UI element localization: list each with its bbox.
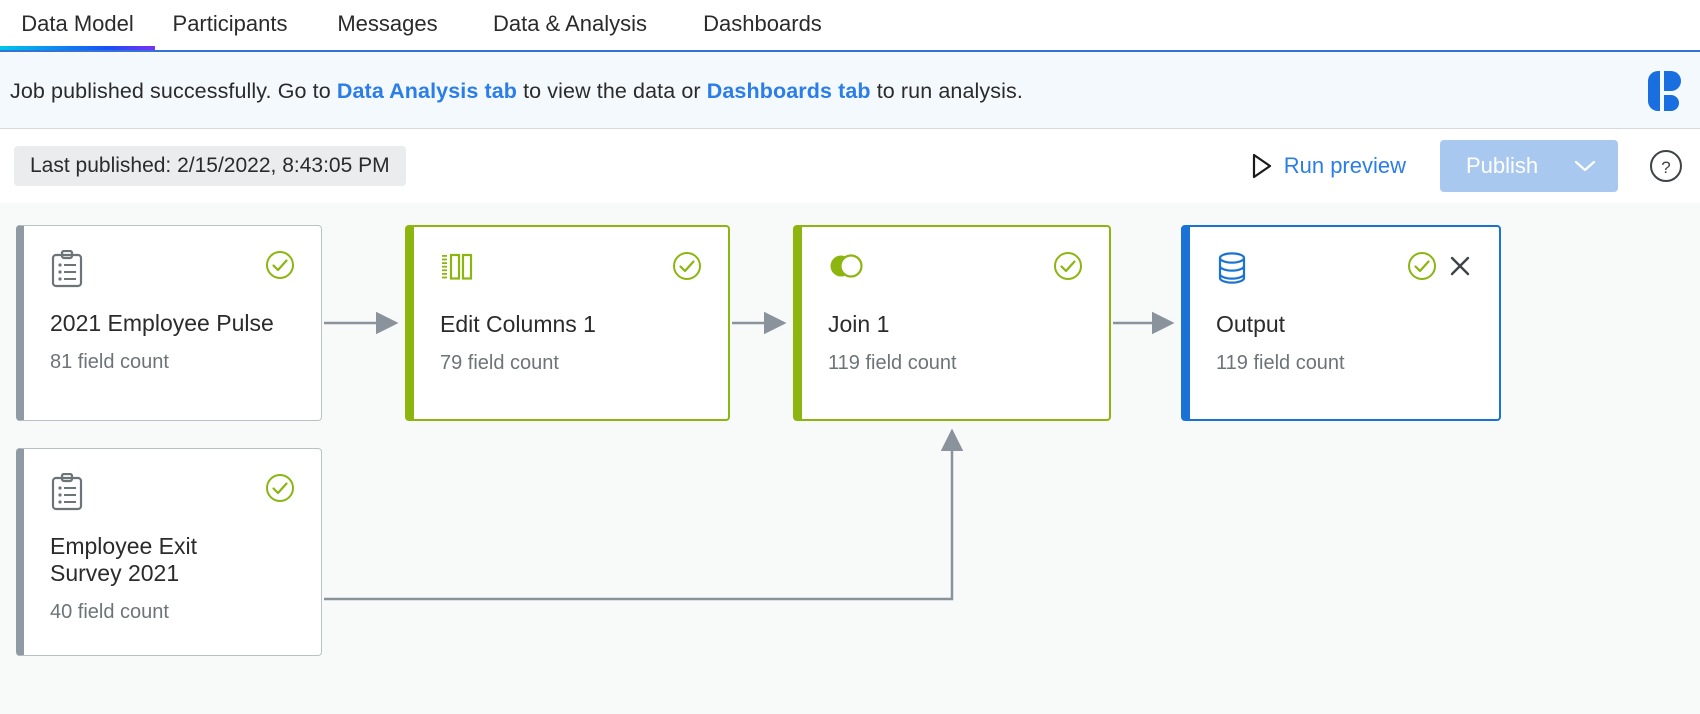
tab-data-and-analysis[interactable]: Data & Analysis	[470, 0, 670, 50]
svg-text:?: ?	[1661, 158, 1670, 177]
tab-label: Data & Analysis	[492, 11, 648, 36]
tab-participants[interactable]: Participants	[155, 0, 305, 50]
node-2021-employee-pulse[interactable]: 2021 Employee Pulse 81 field count	[16, 225, 322, 421]
node-field-count: 79 field count	[440, 351, 559, 374]
data-analysis-tab-link[interactable]: Data Analysis tab	[336, 78, 518, 103]
node-title: Employee Exit Survey 2021	[50, 533, 198, 586]
node-status-group	[1053, 251, 1083, 281]
last-published-badge: Last published: 2/15/2022, 8:43:05 PM	[14, 146, 406, 186]
tab-label: Messages	[337, 11, 438, 36]
node-edit-columns-1[interactable]: Edit Columns 1 79 field count	[405, 225, 730, 421]
edge-n5-n3	[324, 428, 964, 601]
notification-banner: Job published successfully. Go to Data A…	[0, 54, 1700, 129]
tab-label: Participants	[172, 11, 288, 36]
clipboard-list-icon	[51, 473, 83, 511]
node-title: Join 1	[828, 311, 890, 337]
main-tab-bar: Data Model Participants Messages Data & …	[0, 0, 1700, 52]
toolbar-actions: Run preview Publish ?	[1250, 140, 1700, 192]
node-header	[1216, 251, 1473, 289]
check-circle-icon	[673, 252, 701, 280]
dashboards-tab-link[interactable]: Dashboards tab	[706, 78, 871, 103]
node-status-group	[265, 473, 295, 503]
columns-icon	[442, 253, 473, 280]
node-header	[50, 473, 295, 511]
check-circle-icon	[266, 474, 294, 502]
node-title: Edit Columns 1	[440, 311, 596, 337]
run-preview-label: Run preview	[1283, 153, 1406, 178]
node-header	[828, 251, 1083, 289]
active-tab-underline	[0, 46, 155, 50]
node-join-1[interactable]: Join 1 119 field count	[793, 225, 1111, 421]
notification-middle: to view the data or	[517, 78, 707, 103]
node-status-group	[265, 250, 295, 280]
venn-join-icon	[830, 254, 863, 278]
data-model-canvas[interactable]: 2021 Employee Pulse 81 field count	[0, 203, 1700, 714]
close-x-icon[interactable]	[1447, 253, 1473, 279]
node-output[interactable]: Output 119 field count	[1181, 225, 1501, 421]
node-header	[440, 251, 702, 289]
clipboard-list-icon	[51, 250, 83, 288]
node-field-count: 40 field count	[50, 600, 169, 623]
check-circle-icon	[266, 251, 294, 279]
node-field-count: 119 field count	[828, 351, 957, 374]
publish-label: Publish	[1466, 153, 1539, 178]
tab-dashboards[interactable]: Dashboards	[670, 0, 855, 50]
question-circle-icon: ?	[1650, 150, 1682, 182]
chevron-down-icon[interactable]	[1574, 159, 1618, 173]
notification-message: Job published successfully. Go to Data A…	[10, 79, 1023, 104]
node-status-group	[672, 251, 702, 281]
tab-messages[interactable]: Messages	[305, 0, 470, 50]
node-field-count: 81 field count	[50, 350, 169, 373]
node-employee-exit-survey-2021[interactable]: Employee Exit Survey 2021 40 field count	[16, 448, 322, 656]
node-title: 2021 Employee Pulse	[50, 310, 274, 336]
brand-logo-icon	[1648, 71, 1681, 111]
notification-suffix: to run analysis.	[870, 78, 1023, 103]
tab-label: Data Model	[21, 11, 134, 36]
publish-button[interactable]: Publish	[1440, 140, 1618, 192]
tab-data-model[interactable]: Data Model	[0, 0, 155, 50]
node-header	[50, 250, 295, 288]
node-title: Output	[1216, 311, 1286, 337]
help-button[interactable]: ?	[1648, 148, 1684, 184]
check-circle-icon	[1408, 252, 1436, 280]
action-toolbar: Last published: 2/15/2022, 8:43:05 PM Ru…	[0, 129, 1700, 203]
run-preview-button[interactable]: Run preview	[1250, 152, 1406, 180]
check-circle-icon	[1054, 252, 1082, 280]
notification-prefix: Job published successfully. Go to	[10, 78, 337, 103]
tab-label: Dashboards	[703, 11, 822, 36]
node-status-group	[1407, 251, 1473, 281]
node-field-count: 119 field count	[1216, 351, 1345, 374]
play-triangle-icon	[1252, 153, 1271, 179]
database-icon	[1218, 252, 1246, 284]
